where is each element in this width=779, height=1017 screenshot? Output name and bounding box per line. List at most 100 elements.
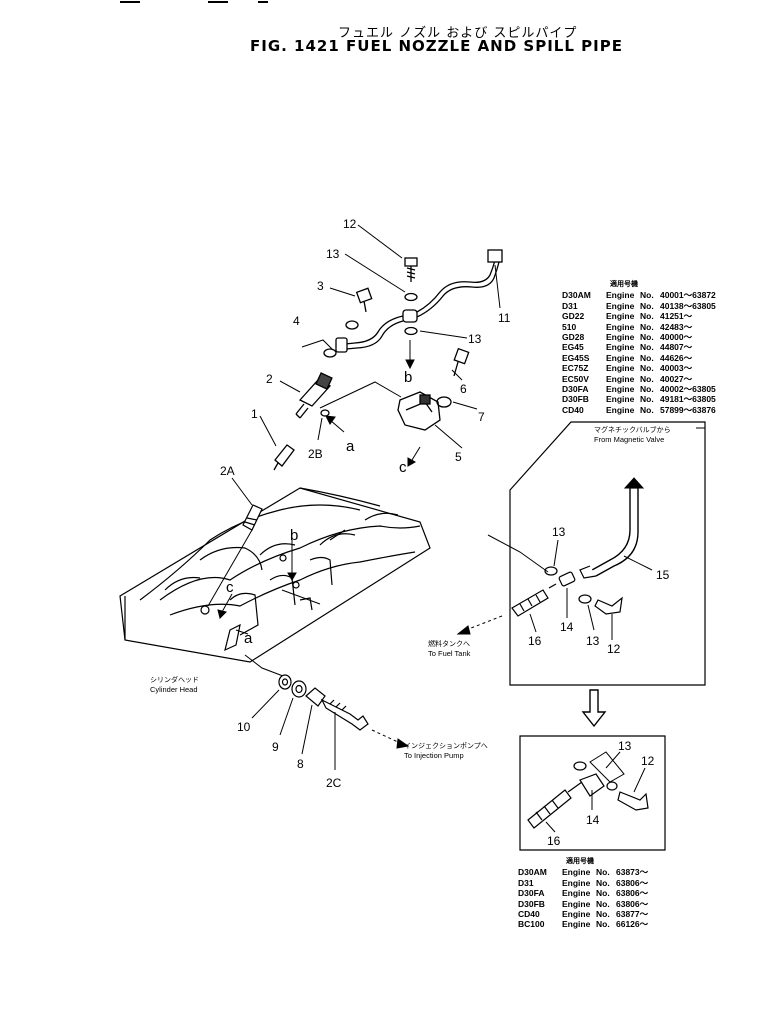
spill-fitting-5 [397, 391, 441, 431]
connector-leader-b [319, 381, 402, 409]
leader-head-to-fittings [244, 654, 284, 677]
detail-box-upper [509, 421, 706, 686]
callout-13-b: 13 [468, 332, 482, 346]
bolt-3 [355, 287, 373, 313]
leader-4 [301, 339, 334, 351]
bolt-6 [453, 347, 470, 377]
callout-16-box: 16 [528, 634, 542, 648]
washer-10 [278, 674, 292, 690]
spill-pipe-4 [344, 315, 404, 345]
bolt-12-top [404, 257, 418, 282]
bottom-fittings [278, 674, 369, 731]
title-japanese-text: フュエル ノズル および スピル [338, 26, 536, 41]
down-arrow [581, 689, 607, 728]
callout-13-box-b: 13 [586, 634, 600, 648]
table-lower-header: 適用号機 [566, 858, 594, 865]
caption-cylinder-head-jp: シリンダヘッド [150, 677, 199, 684]
callout-12-lower: 12 [641, 754, 655, 768]
box-upper-leaders [456, 427, 705, 640]
page-title: FIG. 1421 FUEL NOZZLE AND SPILL PIPE [250, 37, 623, 55]
callout-13-box: 13 [552, 525, 566, 539]
pipe-16-lower [527, 789, 572, 829]
pipe-connector-11 [487, 249, 503, 263]
caption-cylinder-head: シリンダヘッド Cylinder Head [150, 676, 199, 694]
washer-7 [436, 396, 452, 408]
caption-magnetic-valve: マグネチックバルブから From Magnetic Valve [594, 426, 671, 444]
callout-9: 9 [272, 740, 279, 754]
table-upper-header: 適用号機 [610, 281, 638, 288]
callout-b-top: b [404, 369, 412, 386]
caption-injection-pump: インジェクションポンプへ To Injection Pump [404, 742, 488, 760]
title-japanese-tail: パイプ [535, 26, 578, 41]
nozzle-assembly [273, 249, 503, 471]
seal-2B [320, 409, 330, 417]
caption-magnetic-valve-jp: マグネチックバルブから [594, 427, 671, 434]
banjo-fitting [402, 309, 418, 323]
callout-2A: 2A [220, 464, 235, 478]
washer-near-4 [345, 320, 359, 330]
callout-7: 7 [478, 410, 485, 424]
callout-2: 2 [266, 372, 273, 386]
callout-14-box: 14 [560, 620, 574, 634]
callout-6: 6 [460, 382, 467, 396]
callout-3: 3 [317, 279, 324, 293]
nozzle-holder-2 [295, 372, 333, 419]
washer-13-upper [404, 292, 418, 302]
box-lower-leaders [545, 751, 646, 833]
callout-13-a: 13 [326, 247, 340, 261]
callout-14-lower: 14 [586, 813, 600, 827]
callout-16-lower: 16 [547, 834, 561, 848]
callout-c-head: c [226, 579, 234, 596]
fitting-8 [305, 687, 326, 707]
bolt-12-lower [617, 791, 649, 811]
bottom-leaders [251, 689, 410, 770]
callout-10: 10 [237, 720, 251, 734]
spill-pipe-box-lower [519, 735, 666, 851]
caption-cylinder-head-en: Cylinder Head [150, 685, 198, 694]
callout-4: 4 [293, 314, 300, 328]
callout-leaders [259, 224, 501, 467]
callout-a-top: a [346, 438, 355, 455]
callout-12-box: 12 [607, 642, 621, 656]
callout-1: 1 [251, 407, 258, 421]
spill-pipe-11 [416, 259, 496, 313]
callout-labels: 12 13 3 4 2 1 2B a b c 11 13 6 7 5 2A b … [220, 217, 670, 848]
washer-13-box-lower [578, 594, 592, 604]
caption-fuel-tank: 燃料タンクへ To Fuel Tank [428, 640, 470, 658]
callout-8: 8 [297, 757, 304, 771]
callout-c-top: c [399, 459, 407, 476]
callout-15: 15 [656, 568, 670, 582]
callout-2C: 2C [326, 776, 342, 790]
caption-fuel-tank-en: To Fuel Tank [428, 649, 471, 658]
caption-injection-pump-jp: インジェクションポンプへ [404, 743, 488, 750]
caption-fuel-tank-jp: 燃料タンクへ [428, 641, 470, 648]
washer-13-box-upper [544, 566, 558, 576]
spill-pipe-box-upper [487, 421, 706, 686]
caption-magnetic-valve-en: From Magnetic Valve [594, 435, 665, 444]
detail-box-lower [519, 735, 666, 851]
cylinder-head [119, 487, 431, 663]
callout-13-lower: 13 [618, 739, 632, 753]
callout-b-head: b [290, 527, 298, 544]
callout-2B: 2B [308, 447, 323, 461]
callout-11: 11 [498, 311, 511, 325]
